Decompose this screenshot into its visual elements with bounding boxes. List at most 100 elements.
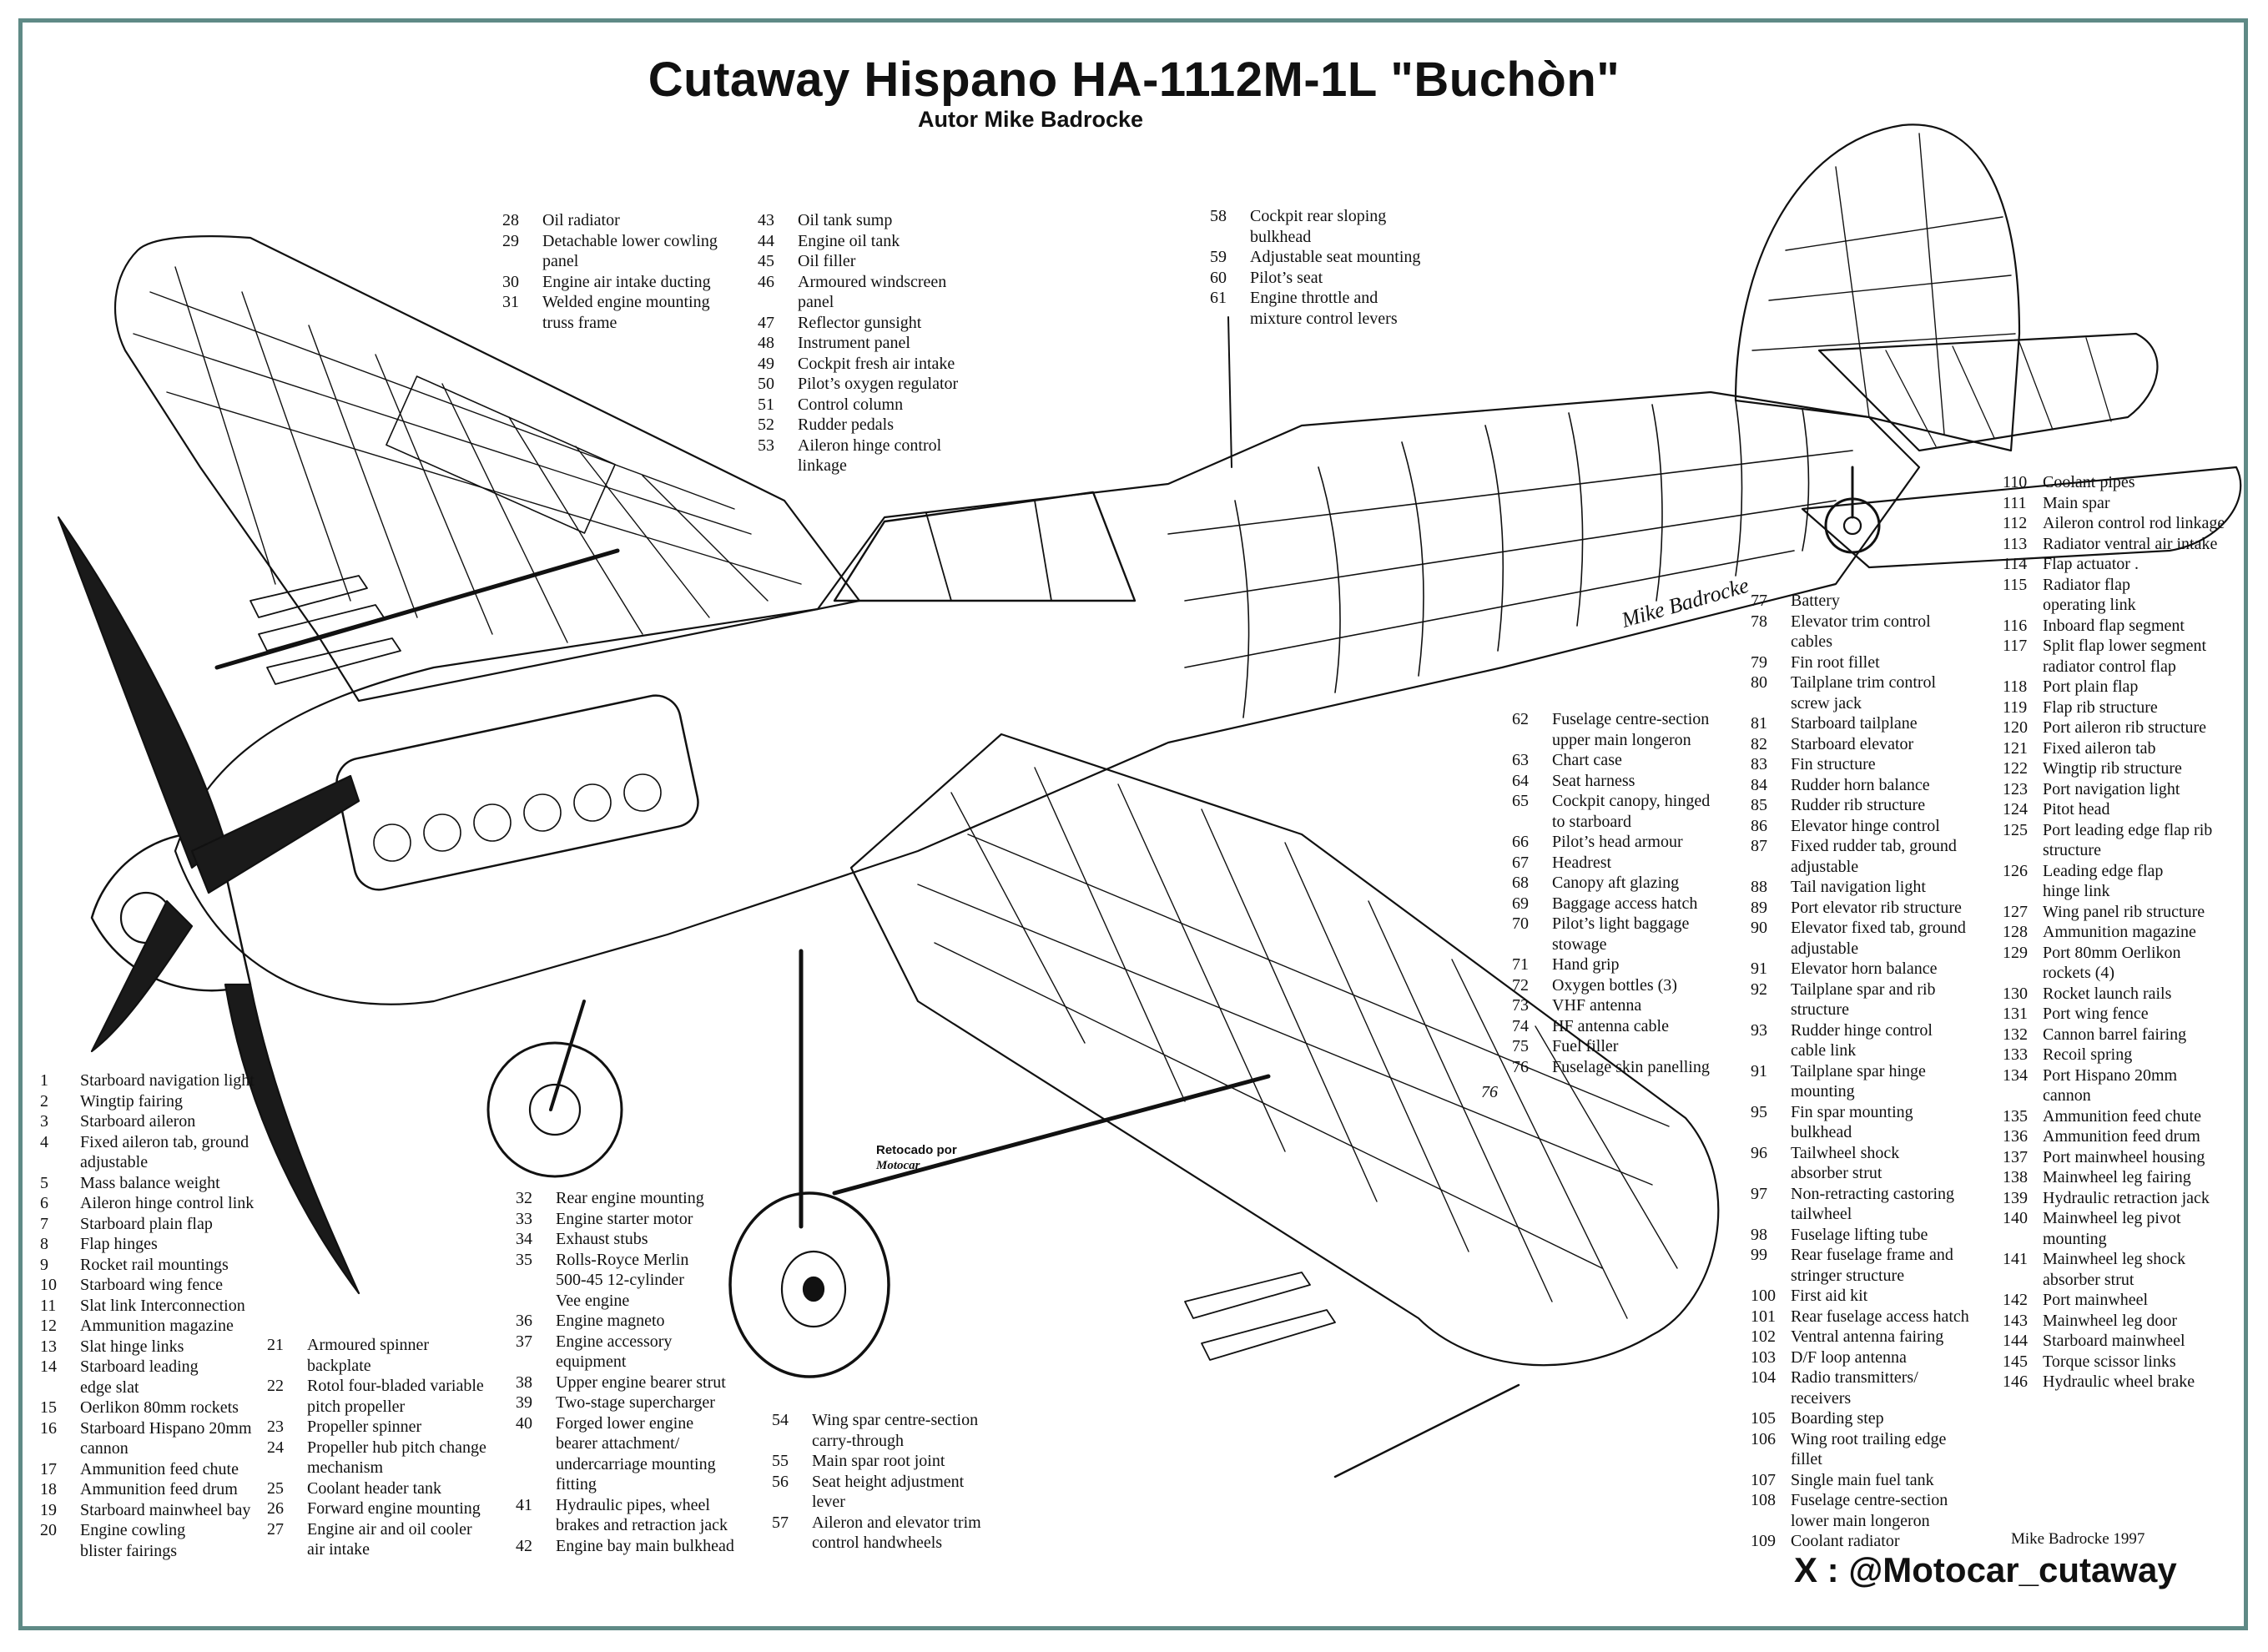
legend-item-number: 90: [1751, 919, 1767, 937]
legend-item-number: 37: [516, 1332, 532, 1351]
legend-item-number: [2003, 1270, 2043, 1291]
legend-item-number: 43: [758, 211, 774, 229]
legend-item-text: Elevator hinge control: [1791, 816, 1940, 835]
legend-item: tailwheel: [1751, 1204, 1969, 1225]
legend-item-number: [1512, 934, 1552, 955]
legend-item-number: 140: [2003, 1209, 2028, 1227]
legend-item-text: Starboard tailplane: [1791, 714, 1918, 733]
legend-item-number: [1751, 1449, 1791, 1470]
legend-item-text: structure: [2043, 841, 2101, 859]
legend-item: undercarriage mounting: [516, 1454, 734, 1475]
legend-item-text: tailwheel: [1791, 1205, 1852, 1223]
legend-item-number: 48: [758, 334, 774, 352]
legend-item-number: 106: [1751, 1429, 1776, 1448]
rolls-royce-merlin-engine: [335, 694, 699, 891]
legend-item-number: [772, 1431, 812, 1452]
legend-item: 100 First aid kit: [1751, 1286, 1969, 1307]
propeller-blade-upper: [57, 516, 227, 869]
legend-item-number: 77: [1751, 592, 1767, 610]
legend-item-text: Port navigation light: [2043, 779, 2180, 798]
legend-item: stowage: [1512, 934, 1710, 955]
legend-item: cable link: [1751, 1040, 1969, 1061]
legend-item-number: [1751, 939, 1791, 959]
legend-item-number: [758, 292, 798, 313]
legend-item-text: Oxygen bottles (3): [1552, 975, 1677, 995]
legend-item-number: 107: [1751, 1470, 1776, 1489]
legend-item-text: carry-through: [812, 1431, 904, 1450]
tail-fin: [1734, 123, 2021, 452]
legend-item: mixture control levers: [1210, 309, 1420, 330]
legend-item: backplate: [267, 1356, 486, 1377]
legend-item-text: Armoured windscreen: [798, 272, 947, 291]
legend-item-number: 76: [1512, 1057, 1529, 1076]
legend-item: blister fairings: [40, 1541, 255, 1562]
legend-item-number: 53: [758, 436, 774, 455]
legend-item-text: control handwheels: [812, 1534, 943, 1552]
legend-item-number: 71: [1512, 955, 1529, 974]
legend-item-number: [516, 1352, 556, 1372]
legend-item-number: 141: [2003, 1250, 2028, 1268]
legend-item-text: undercarriage mounting: [556, 1454, 716, 1473]
legend-item-text: brakes and retraction jack: [556, 1516, 728, 1534]
legend-item: bulkhead: [1210, 227, 1420, 248]
tailwheel: [1824, 497, 1881, 554]
legend-item-text: Rudder hinge control: [1791, 1020, 1933, 1040]
legend-item-number: 54: [772, 1411, 789, 1429]
legend-item-text: blister fairings: [80, 1541, 178, 1560]
legend-item-text: Rocket rail mountings: [80, 1255, 229, 1274]
legend-item-number: 100: [1751, 1287, 1776, 1305]
legend-item-number: 63: [1512, 751, 1529, 769]
legend-item-number: 136: [2003, 1127, 2028, 1146]
legend-item-text: Battery: [1791, 592, 1840, 610]
legend-item-text: lower main longeron: [1791, 1511, 1930, 1530]
legend-item-text: First aid kit: [1791, 1287, 1868, 1305]
legend-item-text: linkage: [798, 456, 847, 475]
legend-item-text: Engine air and oil cooler: [307, 1519, 472, 1539]
diagram-title: Cutaway Hispano HA-1112M-1L "Buchòn": [648, 53, 1620, 107]
legend-item-text: Port mainwheel housing: [2043, 1147, 2205, 1166]
legend-item-text: Main spar root joint: [812, 1452, 945, 1470]
legend-item-text: adjustable: [80, 1153, 149, 1171]
legend-item-number: 31: [502, 293, 519, 311]
legend-item-text: Oerlikon 80mm rockets: [80, 1398, 239, 1417]
artist-signature: Mike Badrocke 1997: [2011, 1530, 2145, 1548]
legend-item-text: to starboard: [1552, 812, 1631, 831]
legend-item: truss frame: [502, 313, 718, 334]
legend-item-text: Seat harness: [1552, 771, 1635, 790]
legend-item-number: 33: [516, 1209, 532, 1228]
cockpit-canopy: [833, 491, 1137, 602]
legend-item-text: bulkhead: [1791, 1123, 1852, 1141]
legend-item-number: [1751, 632, 1791, 652]
pitot-head: [1333, 1383, 1520, 1478]
legend-item-text: Instrument panel: [798, 334, 910, 352]
legend-item-text: Rudder rib structure: [1791, 796, 1926, 814]
legend-item-number: 21: [267, 1336, 284, 1354]
